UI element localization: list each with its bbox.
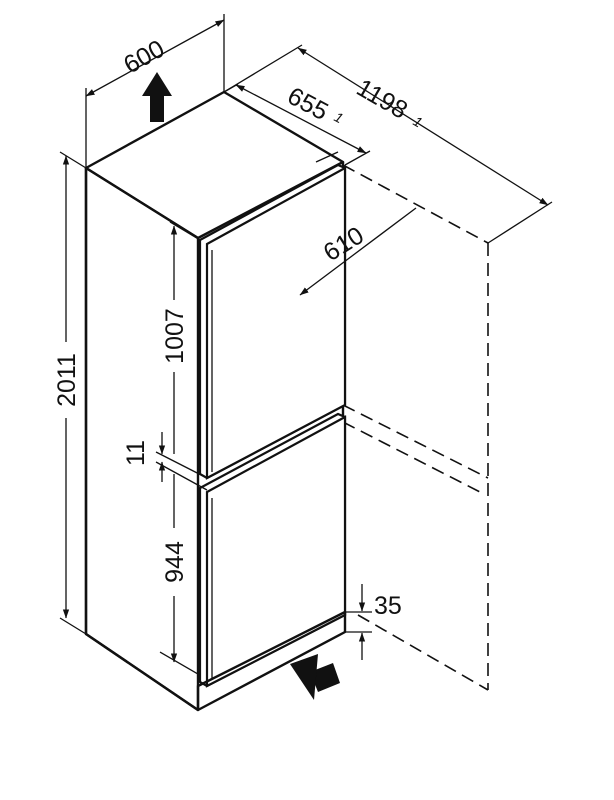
depth-door-label: 655 <box>283 82 333 126</box>
arrow-right-icon <box>290 654 340 700</box>
gap-label: 11 <box>122 440 150 466</box>
height-lower-dimension: 944 <box>159 474 199 675</box>
height-upper-dimension: 1007 <box>161 221 201 454</box>
height-lower-label: 944 <box>161 541 189 583</box>
arrow-up-icon <box>142 72 172 122</box>
depth-open-note: 1 <box>411 113 426 131</box>
gap-dimension: 11 <box>122 432 208 491</box>
height-upper-label: 1007 <box>161 308 189 364</box>
depth-open-label: 1198 <box>352 74 413 125</box>
plinth-dimension: 35 <box>345 584 402 660</box>
plinth-label: 35 <box>374 592 402 620</box>
width-label: 600 <box>119 35 169 80</box>
depth-door-dimension: 655 1 <box>223 82 371 166</box>
height-total-label: 2011 <box>53 353 81 407</box>
depth-door-note: 1 <box>332 109 346 127</box>
upper-door <box>198 163 347 480</box>
lower-door <box>198 412 347 688</box>
height-total-dimension: 2011 <box>53 151 87 635</box>
